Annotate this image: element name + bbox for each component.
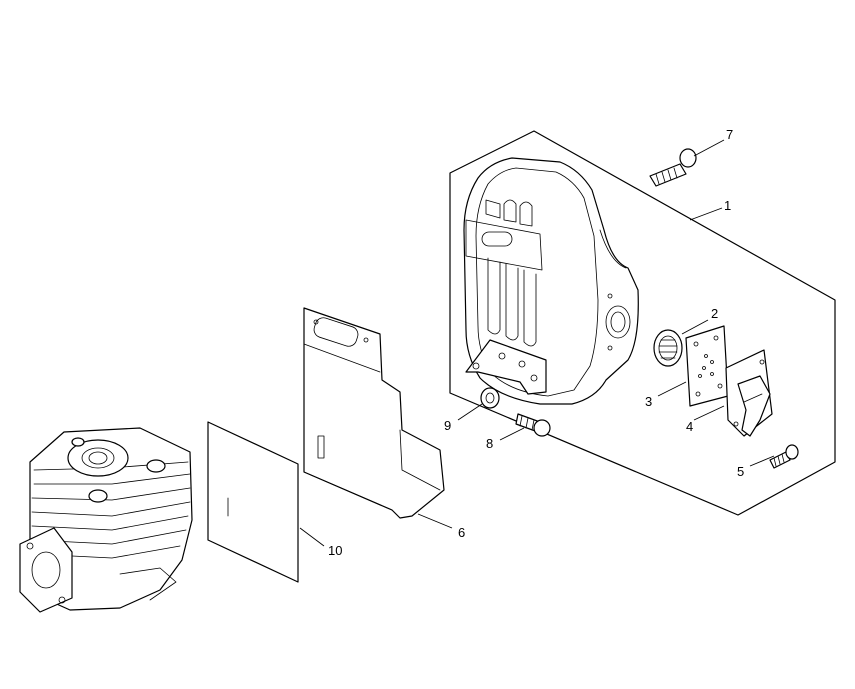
callout-2: 2 [711,306,718,321]
leader-4 [693,405,725,421]
callout-1: 1 [724,198,731,213]
heat-shield-plate [303,307,445,519]
spark-arrester-screen [653,329,683,367]
callout-4: 4 [686,419,693,434]
washer [480,387,500,409]
deflector-screw [769,444,799,469]
muffler-body [463,157,639,405]
leader-8 [499,427,525,441]
leader-9 [457,403,483,421]
callout-10: 10 [328,543,342,558]
callout-6: 6 [458,525,465,540]
callout-labels: 1 2 3 4 5 6 7 8 9 10 [328,127,744,558]
leader-7 [693,139,725,157]
kit-outline [449,130,836,516]
leader-2 [681,319,709,335]
leader-10 [299,527,325,547]
leader-5 [749,455,775,467]
leader-lines [299,139,775,547]
muffler-bolt [649,148,697,187]
exhaust-deflector [725,349,773,437]
gasket-plate [685,325,729,407]
callout-9: 9 [444,418,451,433]
leader-6 [417,513,453,529]
callout-8: 8 [486,436,493,451]
cylinder [19,427,193,613]
callout-7: 7 [726,127,733,142]
insulator-plate [207,421,299,583]
bracket-screw [515,413,551,437]
callout-5: 5 [737,464,744,479]
leader-3 [657,381,687,397]
callout-3: 3 [645,394,652,409]
leader-1 [689,207,723,221]
